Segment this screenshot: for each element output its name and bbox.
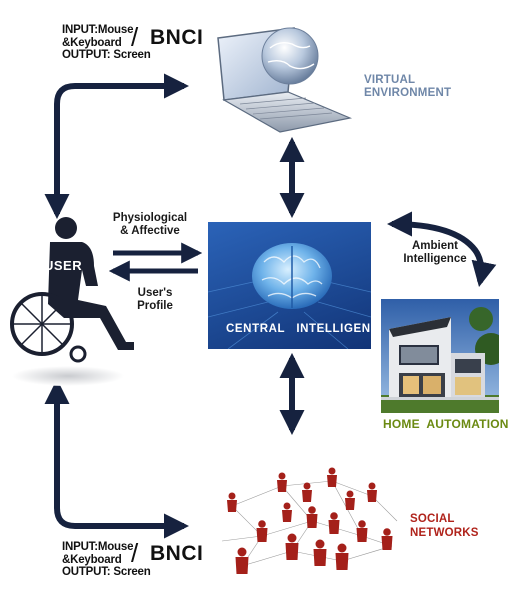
physiological-line1: Physiological xyxy=(112,212,188,224)
virtual-environment-label: VIRTUAL ENVIRONMENT xyxy=(364,74,451,100)
ambient-intelligence-label: Ambient Intelligence xyxy=(402,240,468,266)
bottom-separator: / xyxy=(131,538,139,568)
bottom-input-line2: &Keyboard xyxy=(62,553,122,566)
wheelchair-user-icon xyxy=(10,217,134,386)
brain-circuit-icon xyxy=(208,243,371,349)
top-bnci-label: BNCI xyxy=(150,26,204,49)
central-intelligence-panel xyxy=(208,222,371,349)
virtual-line2: ENVIRONMENT xyxy=(364,87,452,99)
physiological-line2: & Affective xyxy=(120,225,180,237)
virtual-line1: VIRTUAL xyxy=(364,74,416,86)
top-io-label: INPUT:Mouse &Keyboard OUTPUT: Screen xyxy=(62,24,151,62)
user-profile-label: User's Profile xyxy=(130,287,180,313)
bottom-input-line1: INPUT:Mouse xyxy=(62,541,134,553)
bottom-output-line: OUTPUT: Screen xyxy=(62,566,151,578)
social-line2: NETWORKS xyxy=(410,527,479,539)
house-photo-icon xyxy=(381,299,499,413)
ambient-line2: Intelligence xyxy=(403,253,467,265)
arrow-user-to-virtual xyxy=(44,73,190,220)
social-line1: SOCIAL xyxy=(410,513,455,525)
top-input-line2: &Keyboard xyxy=(62,36,122,49)
user-label: USER xyxy=(44,258,83,273)
home-automation-label: HOME AUTOMATION xyxy=(383,417,509,431)
top-output-line: OUTPUT: Screen xyxy=(62,49,151,61)
laptop-globe-icon xyxy=(217,27,353,133)
social-network-icon xyxy=(222,467,398,574)
social-networks-label: SOCIAL NETWORKS xyxy=(410,512,479,540)
central-intelligence-label: CENTRAL INTELLIGENCE xyxy=(226,323,388,335)
top-separator: / xyxy=(131,22,139,52)
arrow-ambient xyxy=(386,211,497,287)
arrow-user-to-social xyxy=(44,378,190,539)
ambient-line1: Ambient xyxy=(412,240,458,252)
bottom-io-label: INPUT:Mouse &Keyboard OUTPUT: Screen xyxy=(62,541,151,579)
physiological-label: Physiological & Affective xyxy=(110,212,190,238)
top-input-line1: INPUT:Mouse xyxy=(62,24,134,36)
profile-line2: Profile xyxy=(137,300,173,312)
bottom-bnci-label: BNCI xyxy=(150,542,204,565)
profile-line1: User's xyxy=(137,287,173,299)
